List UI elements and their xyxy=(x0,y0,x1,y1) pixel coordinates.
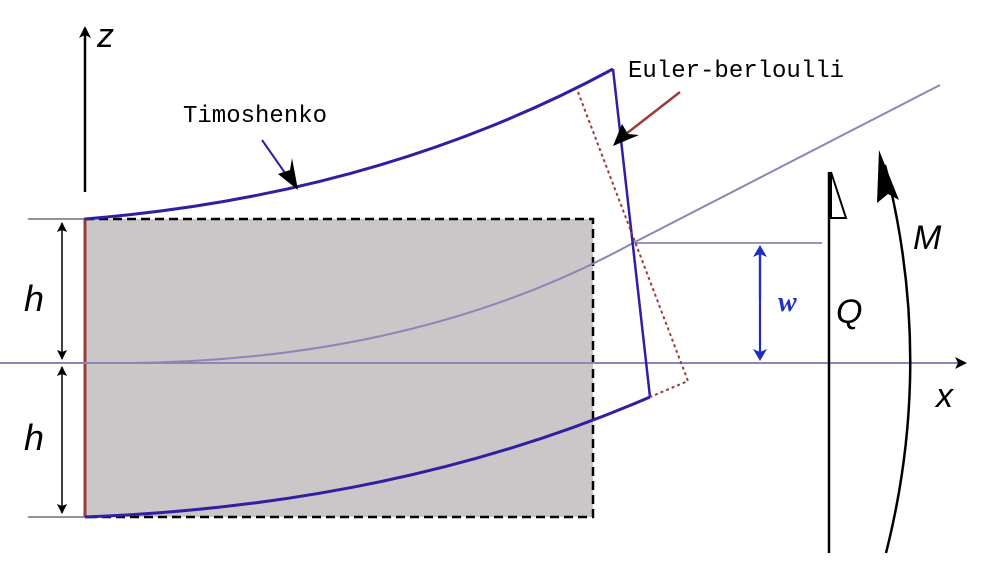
shear-force-label: Q xyxy=(836,293,862,331)
shear-force-arrowhead xyxy=(830,171,848,219)
timoshenko-top-fiber xyxy=(84,67,614,221)
h-top-label: h xyxy=(24,278,44,319)
timoshenko-bottom-fiber xyxy=(84,395,651,519)
timoshenko-label: Timoshenko xyxy=(183,103,327,130)
z-axis-label: z xyxy=(96,17,114,55)
timoshenko-pointer-head xyxy=(278,158,298,190)
undeformed-beam xyxy=(83,217,595,519)
deformed-neutral-axis xyxy=(129,242,634,364)
moment-arrowhead xyxy=(877,150,899,203)
h-bottom-label: h xyxy=(24,417,44,458)
euler-pointer xyxy=(625,91,681,135)
moment-arc xyxy=(883,164,912,554)
tangent-line xyxy=(632,84,941,244)
euler-pointer-head xyxy=(613,124,639,146)
euler-cross-section xyxy=(577,91,690,398)
w-label: w xyxy=(778,287,797,318)
x-axis-label: x xyxy=(934,377,954,415)
euler-bernoulli-label: Euler-berloulli xyxy=(628,58,844,85)
moment-label: M xyxy=(913,219,942,257)
